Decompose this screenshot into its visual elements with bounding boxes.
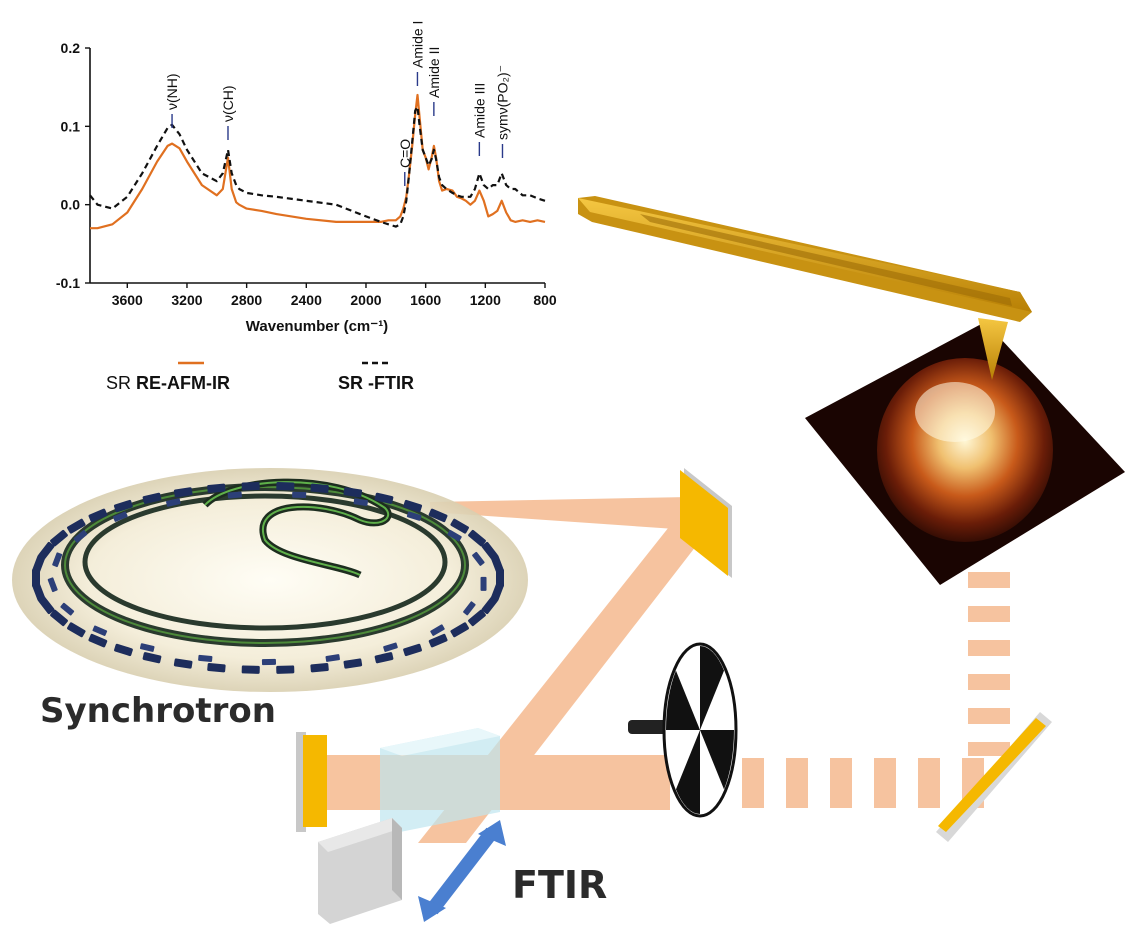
beam-splitter [380, 728, 500, 832]
x-tick-label: 800 [533, 292, 557, 308]
y-tick-label: 0.1 [61, 118, 81, 134]
x-tick-label: 2800 [231, 292, 262, 308]
afm-cantilever [578, 196, 1032, 380]
annotation-label: ν(NH) [164, 73, 180, 110]
series-group [89, 93, 546, 230]
y-tick-label: 0.0 [61, 197, 81, 213]
mirror-bottom-right [936, 712, 1052, 842]
fixed-mirror-block [318, 818, 402, 924]
annotation-label: C=O [397, 139, 413, 168]
y-tick-label: -0.1 [56, 275, 80, 291]
ir-spectrum-chart: 3600 3200 2800 2400 2000 1600 1200 800 -0.1 0.0 0… [56, 21, 557, 335]
beam-vertical-chopped [968, 572, 1010, 756]
y-ticks: -0.1 0.0 0.1 0.2 [56, 40, 90, 291]
annotation-label: Amide II [426, 47, 442, 98]
afm-sample [805, 322, 1125, 585]
synchrotron-storage-ring [12, 468, 528, 692]
x-tick-label: 3600 [112, 292, 143, 308]
annotation-label: symν(PO₂)⁻ [494, 65, 510, 140]
mirror-left [296, 732, 327, 832]
chart-legend: SR RE-AFM-IR SR -FTIR [106, 361, 414, 393]
x-tick-label: 1600 [410, 292, 441, 308]
legend-item-ftir: SR -FTIR [338, 373, 414, 393]
x-tick-label: 2400 [291, 292, 322, 308]
x-axis-label: Wavenumber (cm⁻¹) [246, 318, 388, 335]
x-tick-label: 2000 [350, 292, 381, 308]
chart-axes [89, 48, 545, 284]
annotation-label: Amide I [409, 21, 425, 68]
annotation-label: Amide III [471, 83, 487, 138]
beam-ring-to-mirror [430, 497, 690, 530]
beam-chopped [742, 758, 984, 808]
mirror-top-right [680, 468, 732, 578]
afm-tip [978, 318, 1008, 380]
ftir-label: FTIR [512, 863, 607, 907]
annotation-label: ν(CH) [220, 85, 236, 122]
chopper-wheel [628, 642, 738, 818]
legend-item-afm: SR RE-AFM-IR [106, 373, 230, 393]
moving-mirror-arrow [418, 820, 506, 922]
y-tick-label: 0.2 [61, 40, 81, 56]
series-line-ftir [89, 105, 546, 228]
x-tick-label: 1200 [470, 292, 501, 308]
x-ticks: 3600 3200 2800 2400 2000 1600 1200 800 [112, 283, 557, 308]
x-tick-label: 3200 [171, 292, 202, 308]
synchrotron-label: Synchrotron [40, 691, 276, 731]
